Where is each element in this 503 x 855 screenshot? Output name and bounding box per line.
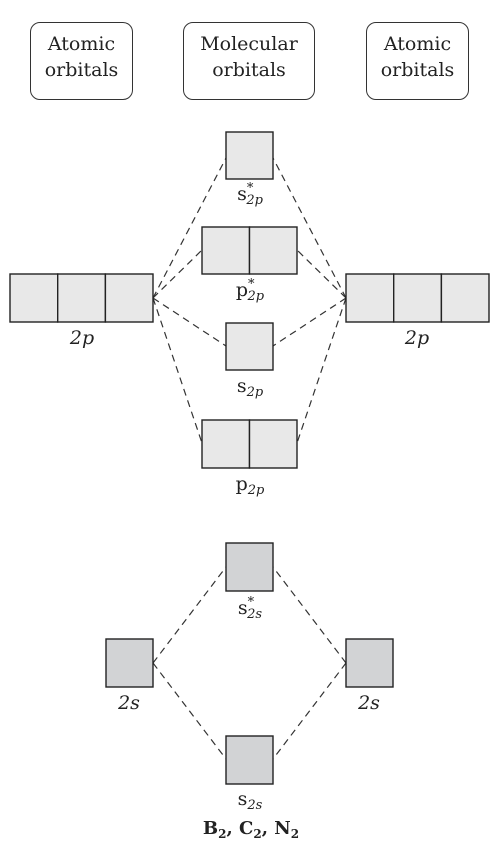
sigma-star-2s-sub: 2s — [247, 607, 263, 622]
orbital-box — [9, 273, 59, 323]
header-molecular-orbitals: Molecular orbitals — [183, 22, 315, 100]
sigma-star-2p-label: s*2p — [237, 181, 263, 208]
sigma-2s-base: s — [237, 788, 248, 810]
pi-2p-sub: 2p — [247, 483, 265, 498]
sigma-2s-orbital — [225, 735, 274, 785]
pi-2p-orbitals — [201, 419, 298, 469]
pi-star-2p-label: p*2p — [236, 277, 264, 304]
orbital-box — [248, 226, 298, 275]
sigma-2s-label: s2s — [238, 788, 263, 813]
molecule-caption: B2, C2, N2 — [203, 818, 299, 841]
atomic-2s-left-label: 2s — [118, 692, 140, 714]
caption-part-1: B — [202, 818, 219, 839]
caption-sub-1: 2 — [218, 827, 227, 841]
orbital-box — [345, 273, 395, 323]
caption-part-2: , C — [226, 818, 254, 839]
header-right-line1: Atomic — [383, 33, 452, 55]
sigma-star-2s-orbital — [225, 542, 274, 592]
pi-star-2p-star: * — [248, 277, 255, 292]
header-center-line2: orbitals — [212, 59, 286, 81]
atomic-2p-right-label: 2p — [404, 327, 430, 349]
sigma-2p-orbital — [225, 322, 274, 371]
caption-sub-2: 2 — [253, 827, 262, 841]
header-atomic-orbitals-left: Atomic orbitals — [30, 22, 133, 100]
pi-star-2p-base: p — [235, 279, 249, 301]
atomic-2s-left-orbital — [105, 638, 154, 688]
sigma-2p-sub: 2p — [246, 385, 264, 400]
sigma-star-2p-sub: 2p — [246, 193, 263, 208]
pi-2p-label: p2p — [236, 473, 265, 498]
sigma-star-2p-base: s — [237, 183, 247, 205]
orbital-box — [57, 273, 107, 323]
pi-star-2p-sub: 2p — [247, 289, 265, 304]
sigma-star-2s-label: s*2s — [238, 595, 262, 622]
pi-star-2p-orbitals — [201, 226, 298, 275]
orbital-box — [201, 226, 251, 275]
orbital-box — [248, 419, 298, 469]
sigma-2p-base: s — [236, 375, 247, 397]
header-atomic-orbitals-right: Atomic orbitals — [366, 22, 469, 100]
orbital-box — [104, 273, 154, 323]
header-right-line2: orbitals — [380, 59, 455, 81]
sigma-2p-label: s2p — [237, 375, 263, 400]
atomic-2p-right-orbitals — [345, 273, 490, 323]
caption-sub-3: 2 — [290, 827, 300, 841]
caption-part-3: , N — [261, 818, 291, 839]
sigma-star-2p-orbital — [225, 131, 274, 180]
header-left-line2: orbitals — [44, 59, 119, 81]
atomic-2s-right-label: 2s — [358, 692, 380, 714]
header-left-line1: Atomic — [47, 33, 116, 55]
header-center-line1: Molecular — [200, 33, 298, 55]
sigma-star-2s-star: * — [247, 595, 255, 610]
orbital-box — [201, 419, 251, 469]
orbital-box — [440, 273, 490, 323]
sigma-2s-sub: 2s — [247, 798, 263, 813]
atomic-2p-left-label: 2p — [69, 327, 95, 349]
orbital-box — [393, 273, 443, 323]
pi-2p-base: p — [235, 473, 248, 495]
connectors-2s — [152, 566, 347, 760]
atomic-2p-left-orbitals — [9, 273, 154, 323]
connectors-2p — [152, 157, 347, 444]
sigma-star-2s-base: s — [237, 597, 248, 619]
sigma-star-2p-star: * — [246, 181, 254, 196]
atomic-2s-right-orbital — [345, 638, 394, 688]
